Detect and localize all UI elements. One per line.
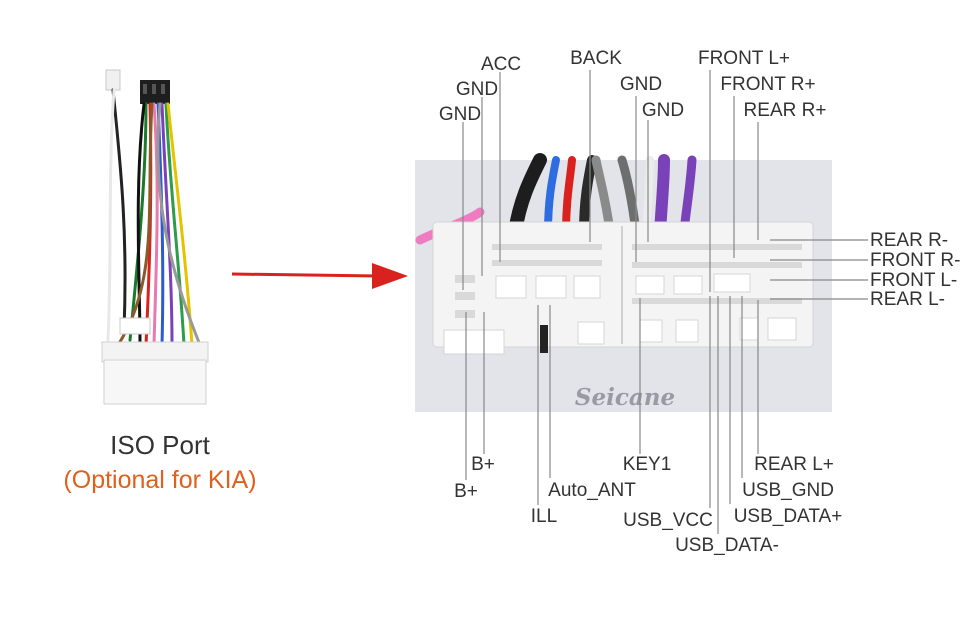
label-auto-ant: Auto_ANT xyxy=(548,480,636,501)
iso-port-subtitle: (Optional for KIA) xyxy=(63,466,257,494)
iso-harness-image xyxy=(101,69,209,405)
label-usb-data-plus: USB_DATA+ xyxy=(734,506,843,527)
label-rear-rminus: REAR R- xyxy=(870,230,948,251)
label-usb-gnd: USB_GND xyxy=(742,480,834,501)
seicane-watermark: Seicane xyxy=(575,384,675,411)
label-acc: ACC xyxy=(481,54,521,75)
label-rear-rplus: REAR R+ xyxy=(744,100,827,121)
label-gnd-2: GND xyxy=(439,104,481,125)
label-key1: KEY1 xyxy=(623,454,672,475)
label-gnd-1: GND xyxy=(456,79,498,100)
iso-port-title: ISO Port xyxy=(110,430,210,460)
label-front-rplus: FRONT R+ xyxy=(720,74,815,95)
label-rear-lminus: REAR L- xyxy=(870,289,945,310)
label-front-lplus: FRONT L+ xyxy=(698,48,790,69)
label-gnd-4: GND xyxy=(642,100,684,121)
label-bplus-2: B+ xyxy=(454,481,478,502)
label-front-lminus: FRONT L- xyxy=(870,270,957,291)
leader-lines xyxy=(462,70,868,534)
connector-photo: Seicane xyxy=(415,153,832,412)
label-bplus-1: B+ xyxy=(471,454,495,475)
label-back: BACK xyxy=(570,48,622,69)
label-usb-data-minus: USB_DATA- xyxy=(675,535,779,556)
label-rear-lplus: REAR L+ xyxy=(754,454,834,475)
label-front-rminus: FRONT R- xyxy=(870,250,960,271)
label-ill: ILL xyxy=(531,506,557,527)
label-gnd-3: GND xyxy=(620,74,662,95)
pointer-arrow xyxy=(231,263,408,289)
label-usb-vcc: USB_VCC xyxy=(623,510,713,531)
